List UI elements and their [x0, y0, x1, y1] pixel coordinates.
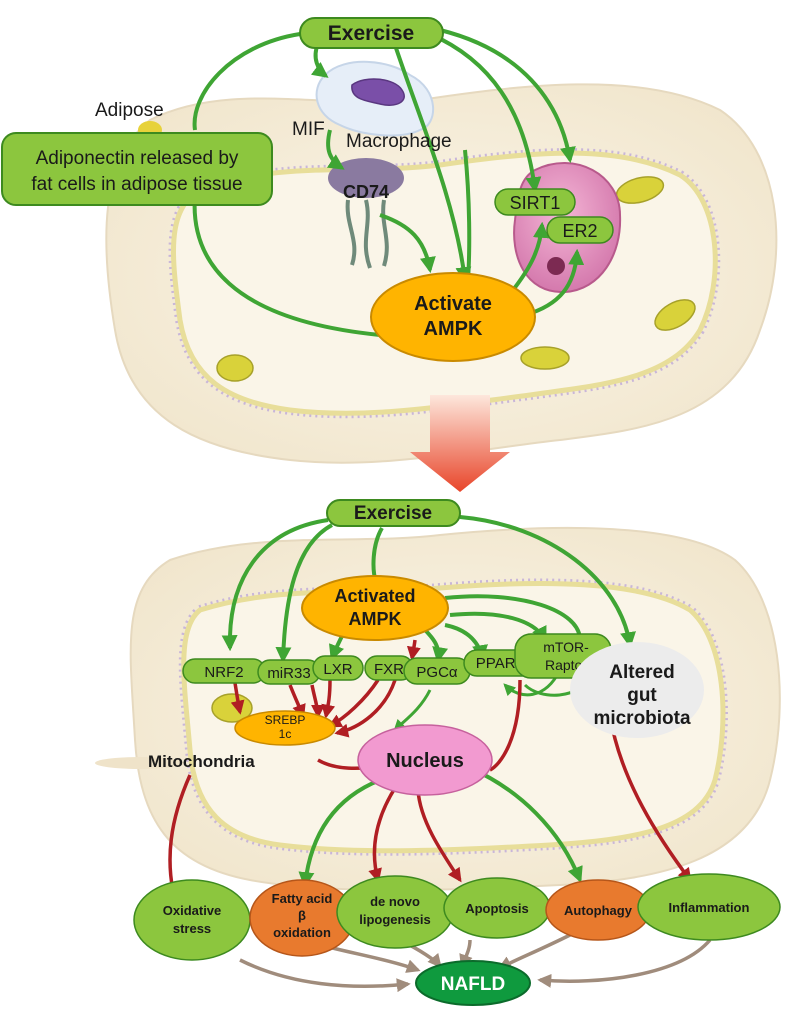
fao-line-3: oxidation [273, 925, 331, 940]
autophagy-node: Autophagy [545, 879, 651, 941]
lxr-label: LXR [323, 661, 352, 678]
activate-ampk-node: Activate AMPK [370, 272, 536, 362]
nucleus-label: Nucleus [386, 750, 464, 772]
gut-line-3: microbiota [593, 708, 691, 729]
fatty-acid-oxidation-node: Fatty acid β oxidation [249, 879, 355, 957]
macrophage-icon [315, 60, 434, 137]
autophagy-label: Autophagy [564, 903, 633, 918]
dnl-line-1: de novo [370, 894, 420, 909]
bottom-exercise-label: Exercise [354, 503, 432, 524]
srebp1c-node: SREBP 1c [234, 710, 336, 746]
nafld-label: NAFLD [441, 974, 505, 995]
activated-ampk-line-1: Activated [334, 586, 415, 606]
mir33-label: miR33 [267, 665, 310, 682]
activated-ampk-node: Activated AMPK [301, 575, 449, 641]
nucleus-arrows [298, 766, 583, 889]
mitochondria-label: Mitochondria [148, 752, 255, 771]
fao-line-1: Fatty acid [272, 891, 333, 906]
adiponectin-line-1: Adiponectin released by [36, 148, 239, 169]
transition-arrow [410, 395, 510, 492]
de-novo-lipogenesis-node: de novo lipogenesis [336, 875, 454, 949]
top-mitochondrion-3 [520, 346, 570, 370]
activate-ampk-line-2: AMPK [424, 318, 483, 340]
bottom-exercise-node: Exercise [326, 499, 461, 527]
srebp-line-2: 1c [279, 727, 292, 741]
lxr-node: LXR [312, 655, 364, 681]
top-exercise-label: Exercise [328, 22, 414, 45]
cd74-label: CD74 [343, 182, 389, 202]
nafld-node: NAFLD [415, 960, 531, 1006]
adipose-label: Adipose [95, 100, 164, 121]
oxidative-stress-node: Oxidative stress [133, 879, 251, 961]
mif-label: MIF [292, 119, 325, 140]
adiponectin-box: Adiponectin released by fat cells in adi… [1, 132, 273, 206]
inflammation-label: Inflammation [669, 900, 750, 915]
cd74-receptor-icon [328, 158, 404, 269]
sirt1-label: SIRT1 [510, 193, 561, 213]
gut-line-1: Altered [609, 662, 674, 683]
mitochondria-band [95, 757, 185, 769]
fao-line-2: β [298, 908, 306, 923]
top-mitochondrion-4 [216, 354, 254, 382]
er2-node: ER2 [546, 216, 614, 244]
adiponectin-line-2: fat cells in adipose tissue [31, 174, 242, 195]
gut-line-2: gut [627, 685, 657, 706]
dnl-line-2: lipogenesis [359, 912, 431, 927]
srebp-line-1: SREBP [265, 713, 306, 727]
activate-ampk-line-1: Activate [414, 293, 492, 315]
mtor-line-1: mTOR- [543, 639, 589, 655]
macrophage-label: Macrophage [346, 131, 452, 152]
red-arrows [165, 639, 692, 903]
bottom-nucleus-node: Nucleus [357, 724, 493, 796]
er2-label: ER2 [562, 221, 597, 241]
pgca-node: PGCα [403, 657, 471, 685]
gut-microbiota-node: Altered gut microbiota [570, 642, 704, 738]
fxr-node: FXR [364, 655, 414, 681]
sirt1-node: SIRT1 [494, 188, 576, 216]
fxr-label: FXR [374, 661, 404, 678]
top-mitochondrion-2 [654, 299, 696, 331]
activated-ampk-line-2: AMPK [349, 609, 402, 629]
oxidative-line-1: Oxidative [163, 903, 222, 918]
ppara-label: PPARα [476, 655, 525, 672]
oxidative-line-2: stress [173, 921, 211, 936]
pgca-label: PGCα [416, 664, 458, 681]
inflammation-node: Inflammation [637, 873, 781, 941]
nrf2-label: NRF2 [204, 664, 243, 681]
top-exercise-node: Exercise [299, 17, 444, 49]
mir33-node: miR33 [257, 659, 321, 685]
apoptosis-node: Apoptosis [443, 877, 551, 939]
apoptosis-label: Apoptosis [465, 901, 529, 916]
nrf2-node: NRF2 [182, 658, 266, 684]
